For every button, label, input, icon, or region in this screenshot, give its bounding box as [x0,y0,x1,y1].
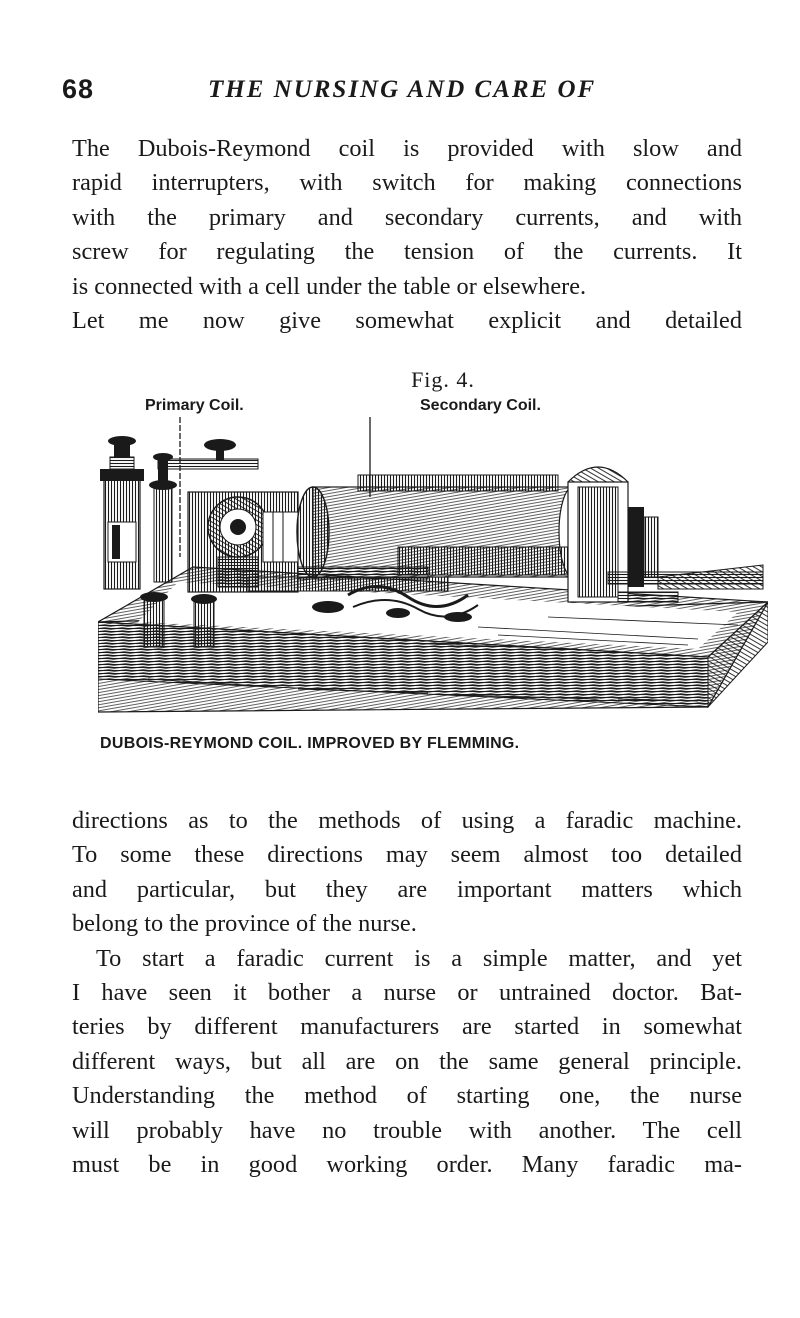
text-line: will probably have no trouble with anoth… [72,1116,742,1144]
figure: Fig. 4. Primary Coil. Secondary Coil. [98,367,768,757]
page-number: 68 [62,74,95,104]
text-block-bottom: directions as to the methods of using a … [72,804,742,1182]
induction-coil-engraving-icon [98,417,768,713]
text-line: Understanding the method of starting one… [72,1082,742,1110]
text-line: screw for regulating the tension of the … [72,238,742,266]
text-line: directions as to the methods of using a … [72,807,742,834]
primary-coil-label: Primary Coil. [145,397,244,414]
text-line: Let me now give somewhat explicit and de… [72,307,742,335]
text-line: To start a faradic current is a simple m… [96,944,742,972]
text-line: belong to the province of the nurse. [72,910,417,938]
running-head: 68 THE NURSING AND CARE OF [62,74,742,114]
text-line: I have seen it bother a nurse or untrain… [72,979,742,1007]
text-line: with the primary and secondary currents,… [72,203,742,231]
running-head-title: THE NURSING AND CARE OF [208,76,597,103]
figure-caption: DUBOIS-REYMOND COIL. IMPROVED BY FLEMMIN… [100,735,520,752]
figure-label: Fig. 4. [411,367,475,392]
text-line: rapid interrupters, with switch for maki… [72,169,742,197]
text-line: To some these directions may seem almost… [72,841,742,869]
text-line: teries by different manufacturers are st… [72,1013,742,1041]
secondary-coil-label: Secondary Coil. [420,397,541,414]
text-line: The Dubois-Reymond coil is provided with… [72,135,742,162]
text-line: different ways, but all are on the same … [72,1047,742,1075]
text-line: is connected with a cell under the table… [72,272,587,300]
text-line: must be in good working order. Many fara… [72,1151,742,1179]
text-line: and particular, but they are important m… [72,875,742,903]
text-block-top: The Dubois-Reymond coil is provided with… [72,132,742,338]
